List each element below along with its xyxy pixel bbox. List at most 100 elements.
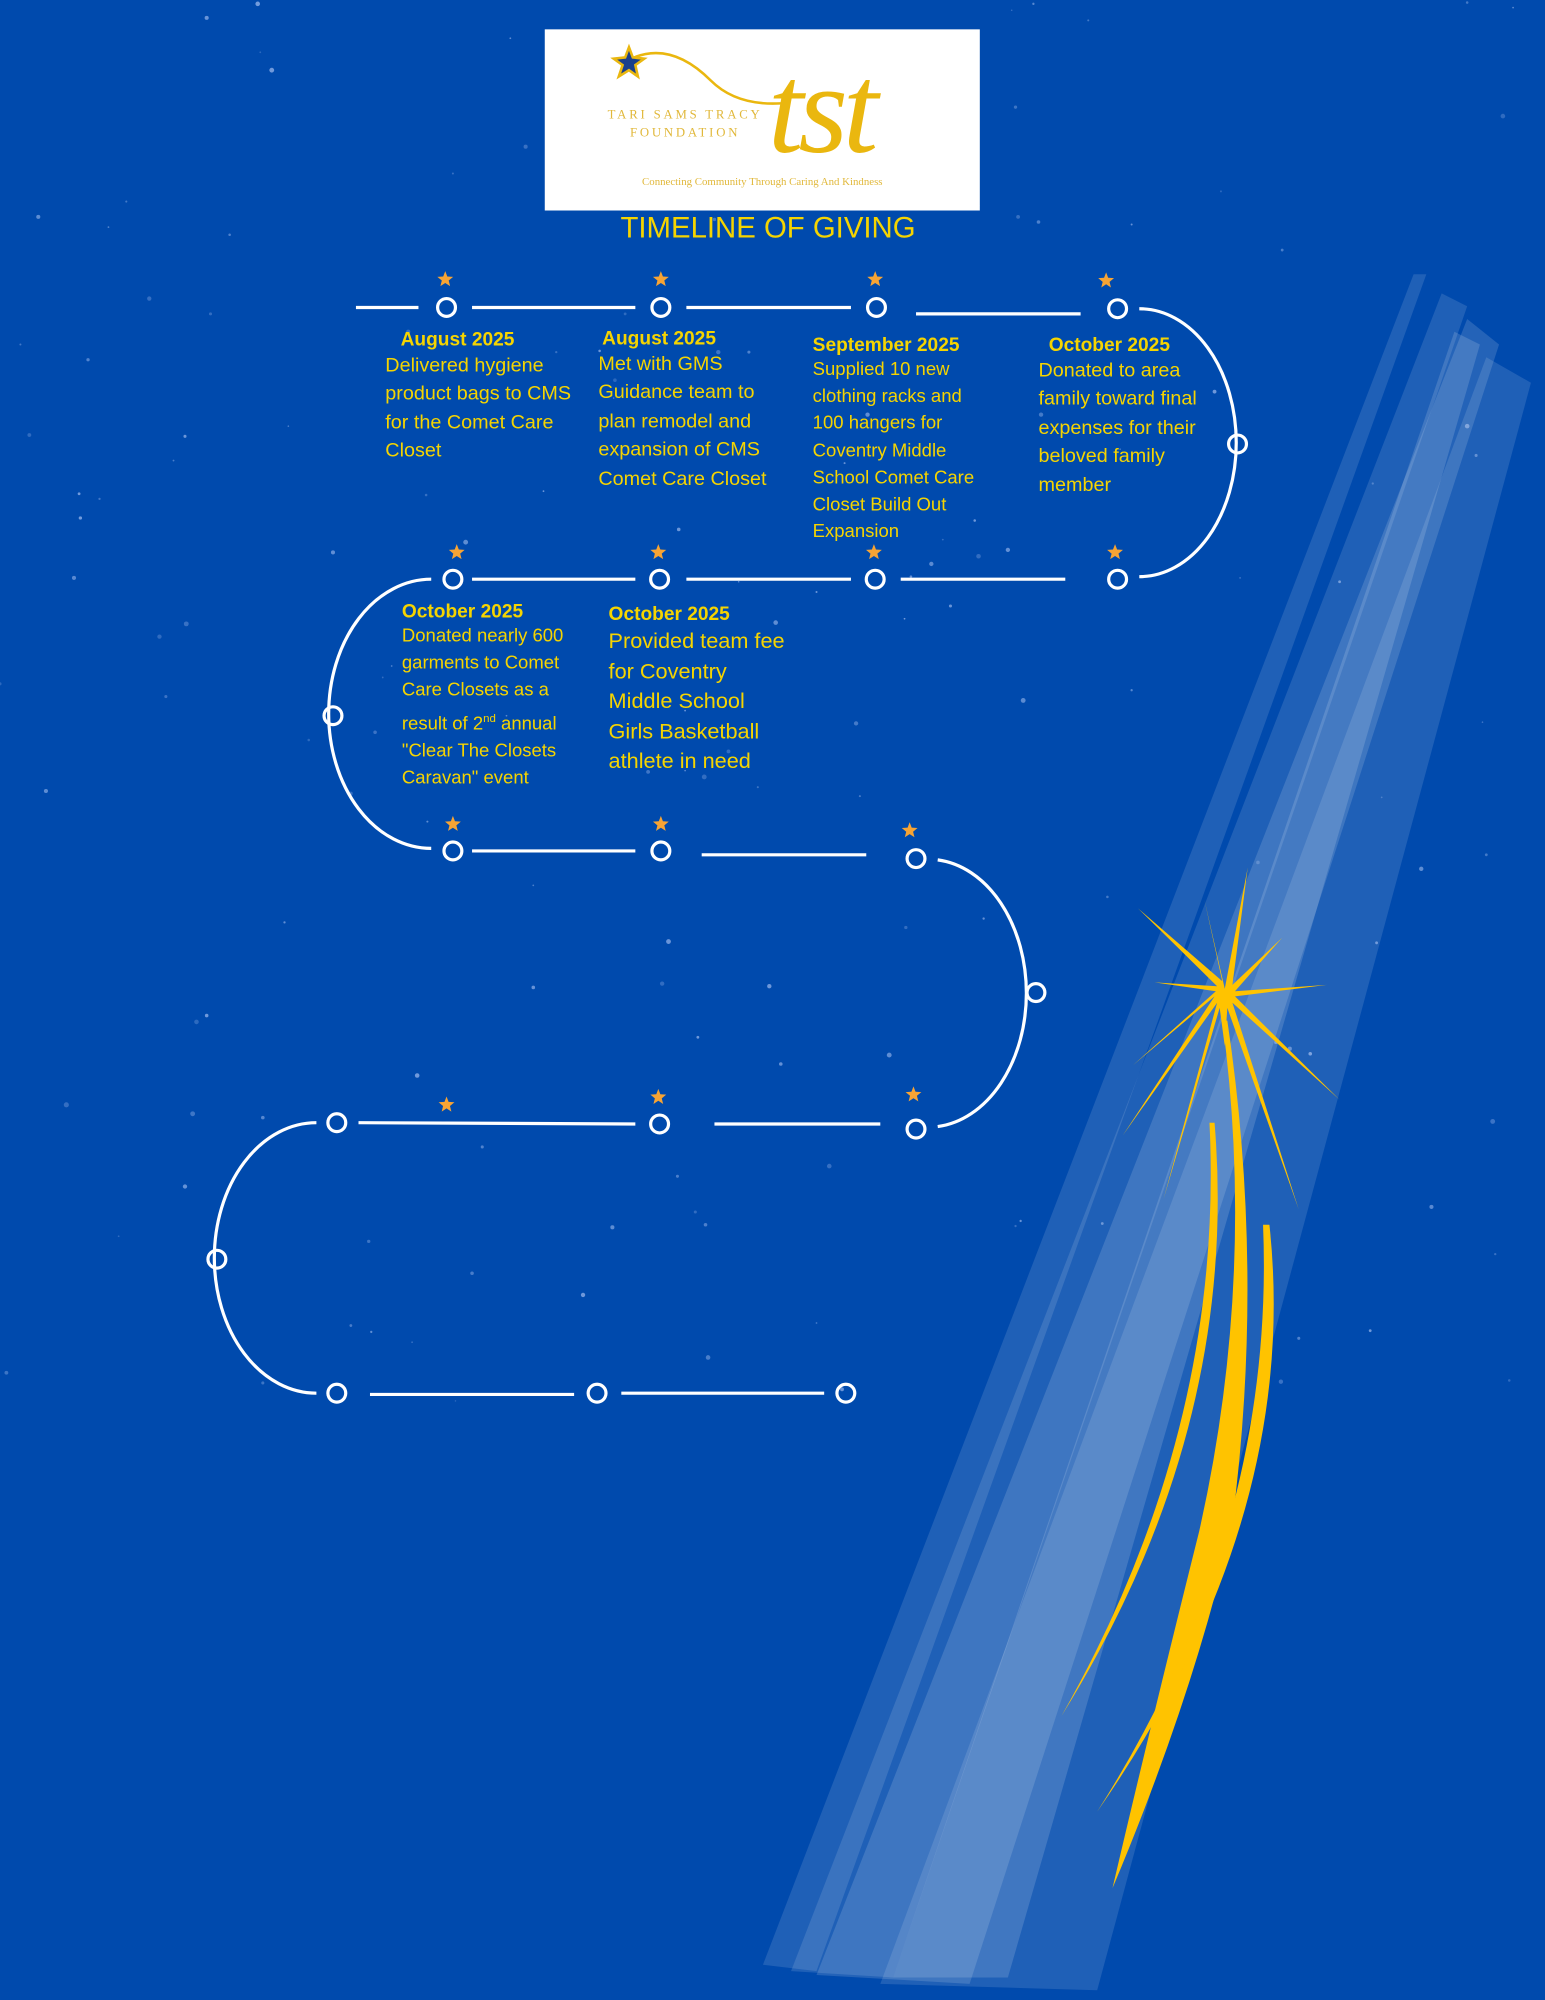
background-star — [1308, 1052, 1313, 1056]
background-star — [1087, 19, 1090, 22]
entry-date: October 2025 — [401, 600, 524, 623]
background-star — [976, 553, 981, 559]
timeline-entry: August 2025 Delivered hygiene product ba… — [385, 329, 576, 466]
entry-description: Donated to area family toward final expe… — [1038, 359, 1197, 496]
entry-date: September 2025 — [812, 334, 960, 356]
background-star — [98, 497, 101, 500]
background-star — [480, 1145, 484, 1149]
background-star — [903, 617, 906, 620]
background-star — [390, 665, 393, 667]
background-star — [1005, 547, 1011, 553]
timeline-node — [442, 840, 464, 862]
background-star — [827, 390, 831, 394]
star-icon — [867, 271, 884, 287]
background-star — [1474, 453, 1478, 457]
background-star — [737, 580, 740, 583]
background-star — [1014, 1224, 1017, 1228]
star-icon — [1098, 272, 1115, 288]
background-star — [86, 358, 90, 362]
background-star — [716, 349, 721, 355]
background-star — [509, 37, 512, 40]
background-star — [705, 1355, 711, 1360]
timeline-node — [322, 705, 344, 727]
star-icon — [652, 271, 669, 287]
background-star — [1494, 1252, 1497, 1256]
star-icon — [650, 1088, 667, 1104]
background-star — [1100, 1222, 1104, 1225]
background-star — [157, 634, 162, 639]
background-star — [843, 462, 846, 465]
star-icon — [1107, 544, 1123, 560]
background-star — [696, 1035, 700, 1039]
timeline-node — [1227, 433, 1249, 455]
background-star — [623, 312, 627, 316]
background-star — [208, 312, 213, 316]
background-star — [125, 200, 128, 203]
star-icon — [437, 271, 454, 287]
background-star — [1010, 9, 1013, 11]
background-star — [1239, 577, 1241, 579]
star-icon — [444, 815, 461, 831]
background-star — [747, 350, 751, 354]
entry-description: Donated nearly 600 garments to Comet Car… — [401, 626, 564, 789]
background-star — [190, 1111, 196, 1117]
timeline-star-icons — [437, 271, 1123, 1112]
entry-description: Delivered hygiene product bags to CMS fo… — [385, 354, 572, 463]
star-icon — [901, 822, 918, 838]
star-icon — [448, 544, 465, 560]
background-star — [767, 984, 772, 989]
background-star — [1013, 105, 1018, 109]
background-star — [19, 343, 22, 346]
background-star — [194, 1019, 199, 1025]
logo-tagline: Connecting Community Through Caring And … — [642, 174, 883, 188]
background-star — [414, 1073, 420, 1078]
background-star — [703, 1222, 708, 1227]
background-star — [0, 682, 2, 686]
background-star — [1119, 448, 1121, 450]
background-star — [43, 788, 48, 794]
background-star — [164, 695, 168, 699]
background-star — [929, 561, 934, 567]
background-star — [532, 884, 535, 887]
background-star — [1106, 895, 1109, 899]
background-star — [684, 769, 686, 772]
background-star — [612, 397, 615, 399]
background-star — [826, 1163, 832, 1169]
background-star — [948, 604, 953, 608]
background-star — [659, 981, 665, 986]
background-star — [1464, 423, 1470, 429]
entry-description: Supplied 10 new clothing racks and 100 h… — [812, 359, 975, 543]
background-star — [756, 786, 759, 789]
background-star — [71, 575, 77, 580]
background-star — [259, 51, 262, 54]
background-star — [63, 1102, 69, 1108]
timeline-node — [905, 848, 927, 870]
background-star — [675, 1174, 679, 1178]
background-star — [228, 233, 231, 237]
background-star — [1338, 580, 1341, 584]
background-star — [815, 590, 818, 593]
timeline-node — [1107, 568, 1129, 590]
background-star — [406, 329, 411, 334]
background-star — [523, 144, 528, 149]
background-star — [1130, 223, 1133, 226]
timeline-node — [436, 296, 458, 318]
logo-shooting-star-icon — [610, 43, 781, 105]
background-star — [973, 519, 976, 522]
entry-date: October 2025 — [1048, 334, 1170, 356]
timeline-node — [835, 1382, 857, 1404]
timeline-node — [326, 1382, 348, 1404]
background-star — [204, 1013, 209, 1018]
background-star — [117, 1235, 120, 1238]
background-star — [307, 738, 311, 742]
timeline-node — [650, 840, 672, 862]
star-icon — [650, 544, 667, 560]
background-star — [982, 917, 985, 920]
timeline-node — [649, 568, 671, 590]
background-star — [1020, 697, 1026, 703]
timeline-node — [864, 568, 886, 590]
background-star — [1419, 866, 1424, 871]
background-star — [712, 217, 717, 222]
background-star — [1019, 1219, 1022, 1223]
